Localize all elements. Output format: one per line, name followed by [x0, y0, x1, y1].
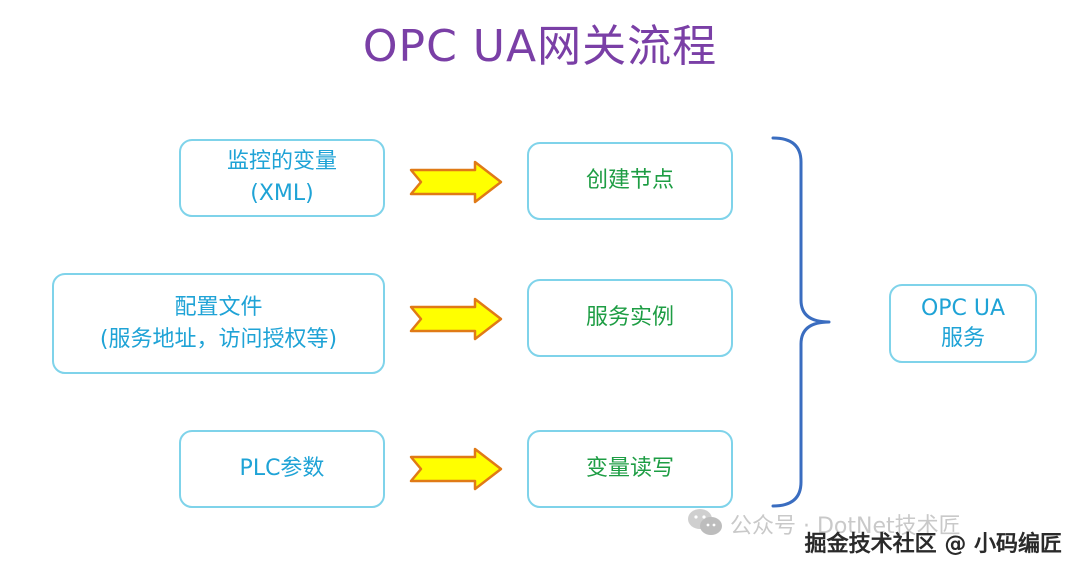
source-box-plc: PLC参数 [179, 430, 385, 508]
right-arrow-icon [409, 160, 503, 204]
source-box-label: 监控的变量 [226, 149, 337, 174]
source-box-label: 配置文件 [174, 294, 263, 320]
target-box-label: 变量读写 [585, 456, 674, 481]
watermark-text: 公众号 · DotNet技术匠 [730, 514, 961, 539]
source-box-variables: 监控的变量 (XML) [179, 139, 385, 217]
target-box-variable-rw: 变量读写 [527, 430, 733, 508]
target-box-service-instance: 服务实例 [527, 279, 733, 357]
service-box-sublabel: 服务 [940, 325, 985, 351]
target-box-create-nodes: 创建节点 [527, 142, 733, 220]
wechat-icon [688, 509, 722, 535]
page-title: OPC UA网关流程 [362, 21, 718, 72]
footer-credit: 掘金技术社区 @ 小码编匠 [804, 532, 1062, 557]
source-box-label: PLC参数 [239, 456, 325, 481]
right-arrow-icon [409, 297, 503, 341]
source-box-config: 配置文件 (服务地址，访问授权等) [52, 273, 385, 374]
service-box-opcua: OPC UA 服务 [889, 284, 1037, 363]
right-curly-brace [771, 136, 831, 508]
target-box-label: 服务实例 [585, 305, 674, 330]
source-box-sublabel: (XML) [250, 181, 314, 206]
source-box-sublabel: (服务地址，访问授权等) [99, 326, 338, 352]
right-arrow-icon [409, 447, 503, 491]
target-box-label: 创建节点 [585, 168, 674, 193]
service-box-label: OPC UA [920, 295, 1006, 321]
